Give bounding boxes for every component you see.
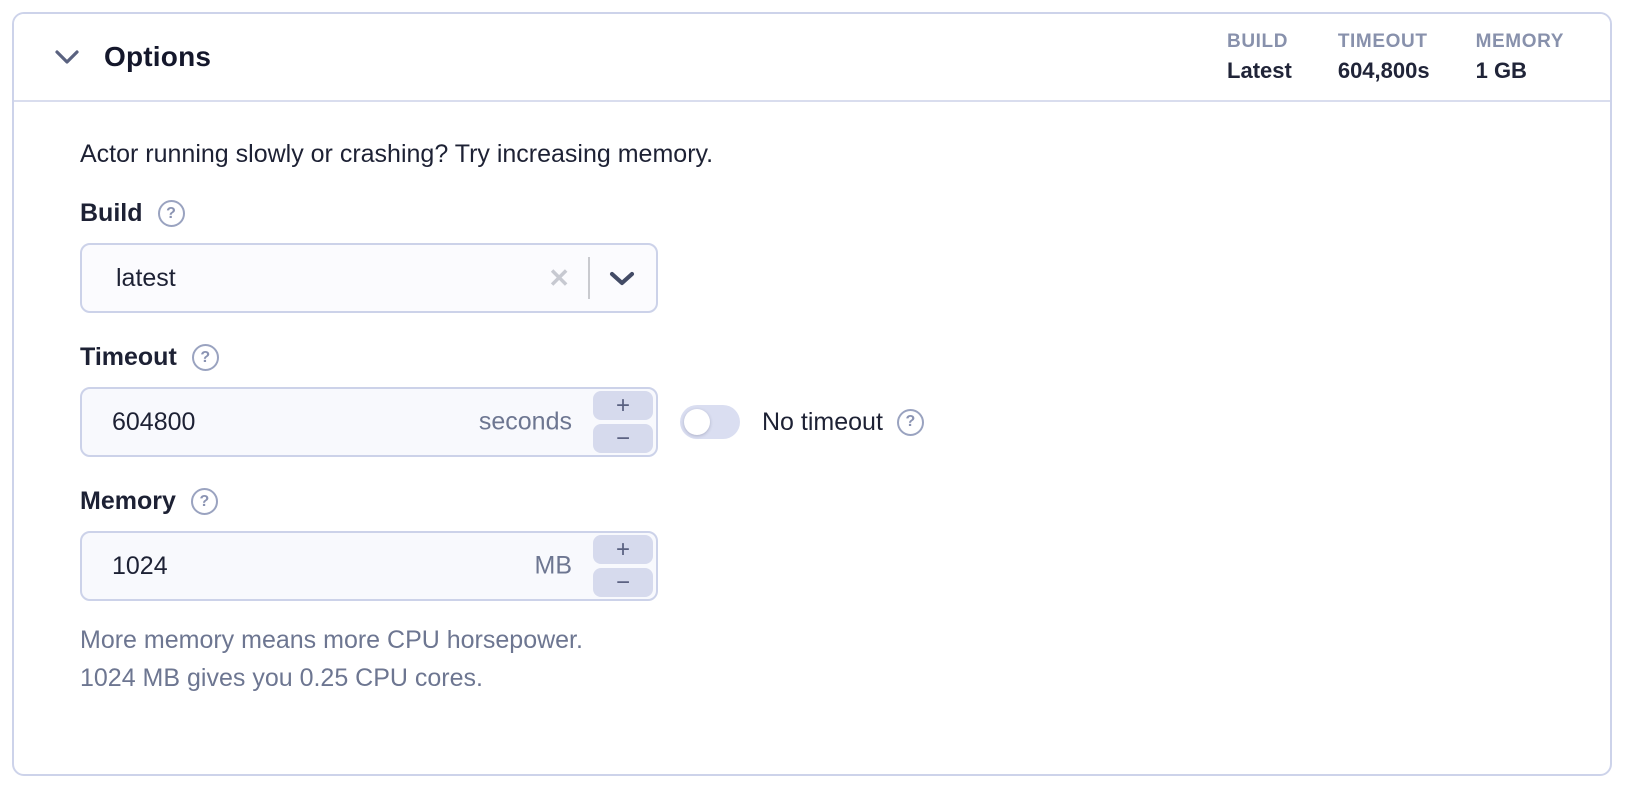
collapse-toggle-button[interactable] xyxy=(52,42,82,72)
timeout-increment-button[interactable]: + xyxy=(593,391,653,420)
memory-note-line2: 1024 MB gives you 0.25 CPU cores. xyxy=(80,664,483,692)
memory-label-row: Memory ? xyxy=(80,487,1546,516)
timeout-label: Timeout xyxy=(80,343,177,371)
chevron-down-icon xyxy=(608,270,636,287)
memory-input-wrap: MB + − xyxy=(80,531,658,601)
summary-memory: MEMORY 1 GB xyxy=(1476,31,1564,84)
build-select-value: latest xyxy=(116,263,176,292)
timeout-help-icon[interactable]: ? xyxy=(191,344,219,371)
plus-icon: + xyxy=(615,535,630,563)
minus-icon: − xyxy=(615,424,630,452)
memory-row: MB + − xyxy=(80,531,1546,601)
memory-note: More memory means more CPU horsepower. 1… xyxy=(80,621,1546,697)
summary-timeout: TIMEOUT 604,800s xyxy=(1338,31,1430,84)
timeout-row: seconds + − No timeout ? xyxy=(80,387,1546,457)
build-label-row: Build ? xyxy=(80,199,1546,228)
memory-label: Memory xyxy=(80,487,176,515)
no-timeout-help-icon[interactable]: ? xyxy=(896,408,924,436)
summary-build-value: Latest xyxy=(1227,57,1292,83)
timeout-decrement-button[interactable]: − xyxy=(593,424,653,453)
memory-help-icon[interactable]: ? xyxy=(190,488,218,515)
timeout-input[interactable] xyxy=(80,387,658,457)
page-title: Options xyxy=(104,41,212,72)
summary-timeout-label: TIMEOUT xyxy=(1337,30,1428,52)
no-timeout-toggle[interactable] xyxy=(680,405,740,439)
select-divider xyxy=(588,257,590,299)
intro-text: Actor running slowly or crashing? Try in… xyxy=(80,140,714,168)
options-header: Options BUILD Latest TIMEOUT 604,800s ME… xyxy=(14,14,1610,102)
timeout-input-wrap: seconds + − xyxy=(80,387,658,457)
summary-timeout-value: 604,800s xyxy=(1337,57,1430,83)
build-select-open-button[interactable] xyxy=(608,270,636,287)
summary-build: BUILD Latest xyxy=(1227,31,1292,84)
build-select[interactable]: latest ✕ xyxy=(80,243,658,313)
memory-decrement-button[interactable]: − xyxy=(593,568,653,597)
memory-increment-button[interactable]: + xyxy=(593,535,653,564)
memory-stepper: + − xyxy=(593,535,653,597)
memory-note-line1: More memory means more CPU horsepower. xyxy=(80,626,583,654)
build-help-icon[interactable]: ? xyxy=(157,200,185,227)
clear-icon[interactable]: ✕ xyxy=(548,263,570,293)
summary-build-label: BUILD xyxy=(1227,30,1289,52)
plus-icon: + xyxy=(615,391,630,419)
timeout-label-row: Timeout ? xyxy=(80,343,1546,372)
summary-memory-value: 1 GB xyxy=(1475,57,1527,83)
toggle-knob xyxy=(684,409,710,435)
summary-memory-label: MEMORY xyxy=(1475,30,1564,52)
chevron-down-icon xyxy=(54,49,80,65)
options-summary: BUILD Latest TIMEOUT 604,800s MEMORY 1 G… xyxy=(1227,31,1564,84)
options-content: Actor running slowly or crashing? Try in… xyxy=(14,102,1610,697)
timeout-stepper: + − xyxy=(593,391,653,453)
no-timeout-label: No timeout xyxy=(762,407,883,436)
build-label: Build xyxy=(80,199,143,227)
minus-icon: − xyxy=(615,568,630,596)
options-panel: Options BUILD Latest TIMEOUT 604,800s ME… xyxy=(12,12,1612,776)
memory-input[interactable] xyxy=(80,531,658,601)
